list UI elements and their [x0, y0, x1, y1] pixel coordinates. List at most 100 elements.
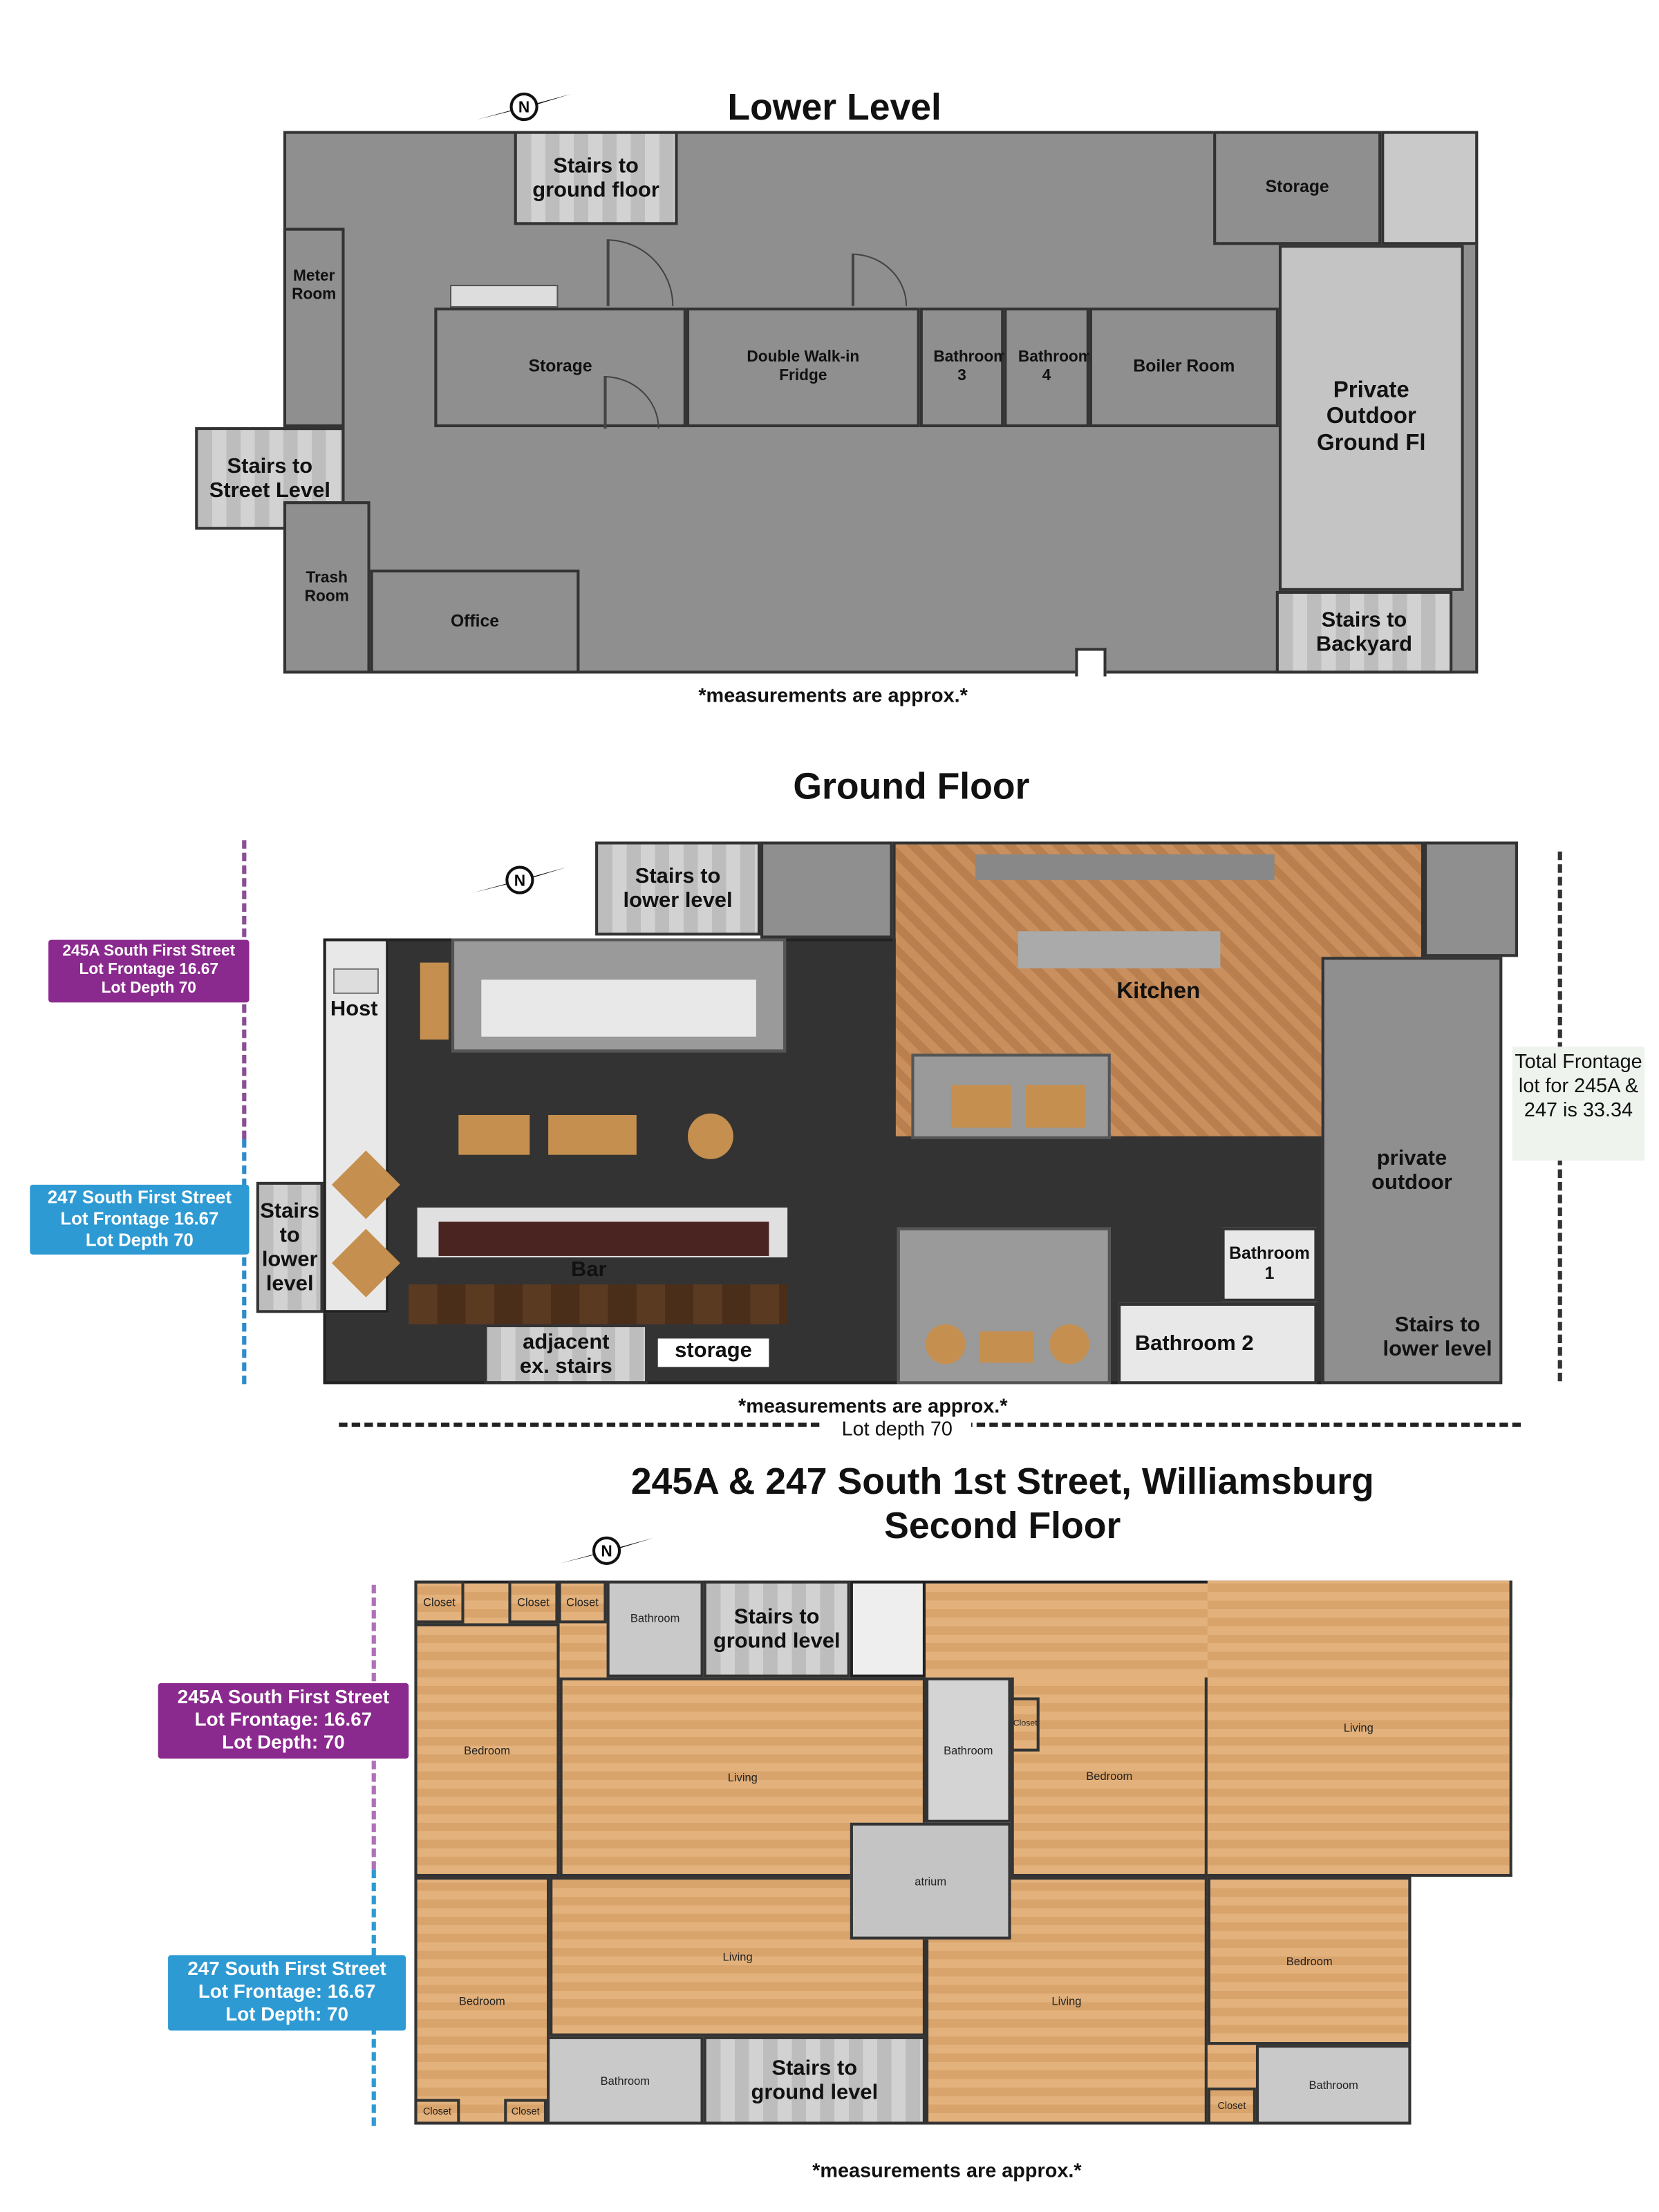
room-storage: Storage	[434, 307, 686, 427]
measurements-note: *measurements are approx.*	[738, 1394, 1008, 1417]
lot-address: 247 South First Street	[187, 1958, 386, 1980]
second-floor-title: Second Floor	[884, 1503, 1121, 1547]
room-label: Bathroom 3	[933, 349, 1008, 385]
room-closet: Closet	[414, 2099, 460, 2125]
room-bathroom-4: Bathroom 4	[1004, 307, 1092, 427]
lot-depth: Lot Depth 70	[85, 1230, 194, 1250]
room-bedroom-left-bottom: Bedroom	[414, 1877, 550, 2125]
north-compass-icon: N	[477, 92, 572, 122]
room-stairs-to-backyard: Stairs to Backyard	[1275, 590, 1453, 674]
room-label: Storage	[528, 356, 592, 377]
lot-depth: Lot Depth 70	[101, 980, 196, 997]
room-label: Closet	[1013, 1720, 1038, 1729]
room-private-outdoor-ground: private outdoor	[1321, 957, 1503, 1385]
bench	[420, 962, 449, 1040]
measurements-note: *measurements are approx.*	[698, 683, 968, 706]
room-bathroom-3: Bathroom 3	[919, 307, 1008, 427]
bar-label: Bar	[571, 1257, 607, 1282]
total-frontage-label: Total Frontage lot for 245A & 247 is 33.…	[1512, 1047, 1645, 1161]
north-compass-icon: N	[472, 865, 567, 894]
room-corner	[1424, 841, 1518, 957]
stairs-to-lower-level-right: Stairs to lower level	[1382, 1313, 1492, 1362]
lot-address: 245A South First Street	[62, 942, 236, 960]
room-stairs-to-street-level: Stairs to Street Level	[195, 427, 345, 530]
room-label: Bathroom	[600, 2074, 650, 2087]
kitchen-stove	[975, 854, 1275, 881]
room-label: Bathroom 1	[1229, 1243, 1310, 1284]
room-closet: Closet	[1207, 2087, 1256, 2125]
room-label: Trash Room	[304, 570, 349, 605]
room-label: Bedroom	[458, 1994, 505, 2007]
room-label: Kitchen	[1116, 980, 1201, 1004]
lot-address: 247 South First Street	[47, 1188, 232, 1208]
lot-frontage: Lot Frontage 16.67	[60, 1208, 219, 1229]
room-label: Closet	[517, 1595, 550, 1609]
room-label: Closet	[1217, 2101, 1246, 2111]
room-stairwell	[760, 841, 893, 939]
address-title: 245A & 247 South 1st Street, Williamsbur…	[630, 1459, 1374, 1503]
room-label: Bedroom	[1286, 1954, 1333, 1967]
lot-frontage: Lot Frontage 16.67	[79, 961, 218, 979]
room-atrium: atrium	[850, 1822, 1011, 1940]
room-bedroom-left-top: Bedroom	[414, 1623, 560, 1877]
room-office: Office	[370, 570, 580, 674]
lot-depth: Lot Depth: 70	[222, 1732, 345, 1754]
dining-table	[951, 1085, 1011, 1128]
bar-counter	[438, 1221, 769, 1256]
svg-text:N: N	[601, 1542, 612, 1560]
room-bathroom-mid: Bathroom	[926, 1677, 1011, 1823]
room-label: Private Outdoor Ground Fl	[1317, 378, 1426, 456]
room-label: Bathroom	[944, 1743, 993, 1757]
room-label: Bathroom	[1309, 2078, 1358, 2092]
room-trash-room: Trash Room	[283, 501, 371, 674]
room-label: Living	[722, 1950, 753, 1963]
room-label: Living	[1051, 1994, 1082, 2007]
room-label: Stairs to ground level	[751, 2056, 879, 2105]
room-label: Storage	[1265, 176, 1329, 197]
svg-text:N: N	[514, 871, 525, 889]
svg-text:N: N	[518, 98, 529, 116]
lot-address: 245A South First Street	[177, 1686, 390, 1707]
lot-depth-label: Lot depth 70	[823, 1416, 971, 1440]
room-boiler-room: Boiler Room	[1089, 307, 1279, 427]
room-bathroom-top: Bathroom	[606, 1580, 704, 1678]
room-label: private outdoor	[1371, 1145, 1452, 1195]
room-bathroom-2: Bathroom 2	[1118, 1302, 1318, 1385]
landing	[850, 1580, 926, 1678]
room-bathroom-1: Bathroom 1	[1221, 1227, 1318, 1302]
room-label: Stairs to ground level	[713, 1604, 841, 1653]
room-label: Stairs to Street Level	[209, 453, 330, 503]
room-label: Stairs to Backyard	[1315, 608, 1413, 657]
lower-level-title: Lower Level	[727, 85, 941, 129]
room-label: Stairs to lower level	[623, 863, 733, 913]
room-label: Double Walk-in Fridge	[747, 349, 860, 385]
room-double-walk-in-fridge: Double Walk-in Fridge	[686, 307, 920, 427]
room-bathroom-bottom-left: Bathroom	[547, 2036, 704, 2125]
lot-line-247	[242, 1139, 247, 1385]
room-label: Stairs to lower level	[260, 1198, 320, 1297]
room-storage-top: Storage	[1213, 131, 1382, 245]
room-bedroom-right: Bedroom	[1207, 1877, 1412, 2045]
room-stairs-to-ground-floor: Stairs to ground floor	[514, 131, 678, 225]
room-label: Living	[727, 1770, 758, 1784]
room-stairs-to-lower-level-left: Stairs to lower level	[256, 1181, 324, 1313]
room-label: Bathroom 2	[1134, 1331, 1254, 1356]
back-bar	[409, 1284, 788, 1324]
room-label: Bathroom	[630, 1611, 680, 1625]
room-label: Office	[450, 610, 500, 630]
storage-label: storage	[657, 1338, 769, 1367]
lot-depth: Lot Depth: 70	[225, 2004, 348, 2026]
kitchen-island	[1018, 931, 1221, 968]
lot-frontage: Lot Frontage: 16.67	[198, 1980, 376, 2003]
host-label: Host	[330, 997, 378, 1022]
room-closet: Closet	[558, 1580, 607, 1624]
room-label: Closet	[422, 2106, 451, 2117]
room-label: Stairs to ground floor	[532, 153, 659, 203]
dining-table	[548, 1114, 637, 1155]
room-stairs-to-ground-level-top: Stairs to ground level	[703, 1580, 850, 1678]
room-private-outdoor: Private Outdoor Ground Fl	[1278, 245, 1464, 591]
